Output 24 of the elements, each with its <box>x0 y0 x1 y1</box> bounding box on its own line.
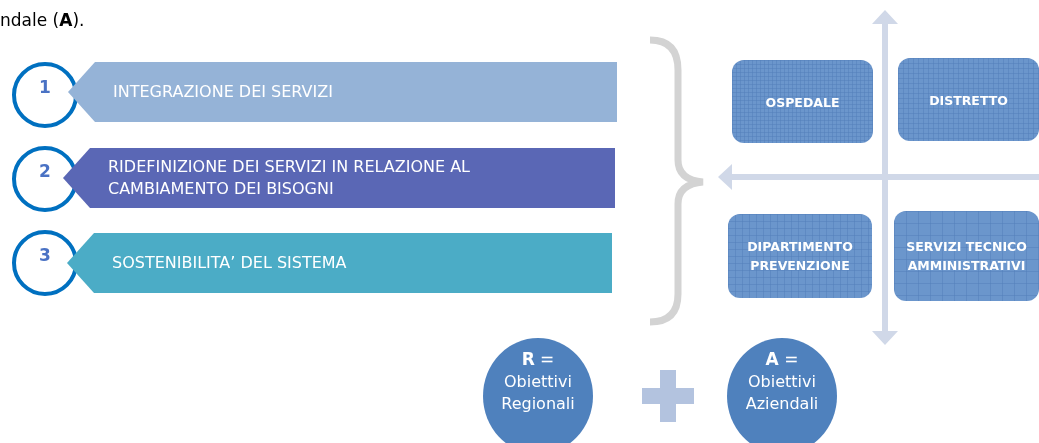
number-circle <box>11 229 79 297</box>
quadrant-label: DIPARTIMENTO PREVENZIONE <box>746 238 854 275</box>
number-circle <box>11 61 79 129</box>
objective-text: Obiettivi Regionali <box>500 371 576 415</box>
quadrant-label: OSPEDALE <box>764 93 841 111</box>
quadrant-box <box>728 214 872 298</box>
quadrant-label: DISTRETTO <box>928 91 1009 109</box>
number-text: 3 <box>38 245 52 265</box>
objective-letter: R = <box>520 348 556 370</box>
objective-text: Obiettivi Aziendali <box>744 371 820 415</box>
banner-text: INTEGRAZIONE DEI SERVIZI <box>113 81 334 103</box>
quadrant-label: SERVIZI TECNICO AMMINISTRATIVI <box>905 238 1028 275</box>
quadrant-box <box>732 60 873 143</box>
number-text: 1 <box>38 77 52 97</box>
arrow-banner <box>68 62 617 122</box>
quadrant-box <box>898 58 1039 141</box>
banner-text: RIDEFINIZIONE DEI SERVIZI IN RELAZIONE AL CAMBIAMENTO DEI BISOGNI <box>108 156 471 200</box>
text-fragment: ndale (A). <box>0 10 85 30</box>
quadrant-box <box>894 211 1039 301</box>
banner-text: SOSTENIBILITA’ DEL SISTEMA <box>112 252 348 274</box>
objective-letter: A = <box>764 348 800 370</box>
arrow-banner <box>67 233 612 293</box>
arrow-banner <box>63 148 615 208</box>
number-text: 2 <box>38 161 52 181</box>
